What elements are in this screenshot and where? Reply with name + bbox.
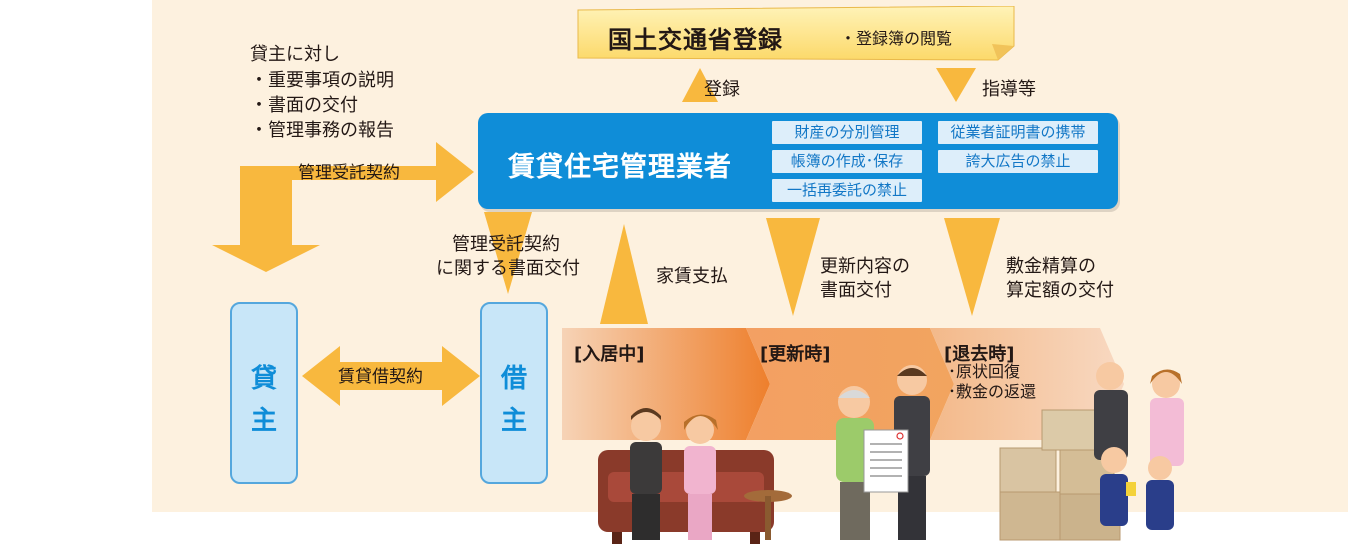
renewal-arrow: [766, 218, 820, 316]
renewal-label: 書面交付: [820, 280, 892, 301]
contract-document-label: に関する書面交付: [436, 258, 580, 279]
move-out-note: ･原状回復: [948, 362, 1021, 381]
lessor-duty-item: ・重要事項の説明: [250, 70, 394, 91]
management-contract-label: 管理受託契約: [298, 163, 400, 183]
lessor-label-char: 主: [250, 406, 277, 436]
timeline-stage-1: [562, 328, 770, 440]
sofa-couple-illustration: [598, 408, 792, 544]
register-label: 登録: [704, 79, 740, 100]
registration-banner: 国土交通省登録 ・登録簿の閲覧: [574, 6, 1018, 62]
renewal-illustration: [836, 365, 930, 540]
contract-document-arrow: [484, 212, 532, 294]
deposit-label: 敷金精算の: [1006, 256, 1096, 277]
duty-badge: 一括再委託の禁止: [772, 179, 922, 202]
duty-badge: 従業者証明書の携帯: [938, 121, 1098, 144]
lease-contract-arrow: [302, 346, 480, 406]
lessor-box: 貸 主: [230, 302, 298, 484]
tenant-label-char: 主: [500, 406, 527, 436]
register-arrow: [682, 68, 718, 102]
guidance-label: 指導等: [982, 79, 1036, 100]
duty-badge: 財産の分別管理: [772, 121, 922, 144]
manager-title: 賃貸住宅管理業者: [508, 152, 732, 183]
stage-move-out-label: [退去時]: [944, 344, 1015, 365]
duty-badge: 誇大広告の禁止: [938, 150, 1098, 173]
lease-contract-label: 賃貸借契約: [338, 367, 423, 387]
lessor-label-char: 貸: [250, 364, 277, 394]
tenant-box: 借 主: [480, 302, 548, 484]
people-illustrations: [598, 362, 1184, 544]
renewal-label: 更新内容の: [820, 256, 910, 277]
manager-box: 賃貸住宅管理業者 財産の分別管理 従業者証明書の携帯 帳簿の作成･保存 誇大広告…: [478, 113, 1118, 209]
management-contract-arrow: [212, 142, 474, 272]
tenant-label-char: 借: [500, 364, 527, 394]
lessor-duty-item: ・書面の交付: [250, 95, 358, 116]
rent-payment-label: 家賃支払: [656, 266, 728, 287]
guidance-arrow: [936, 68, 976, 102]
registration-note: ・登録簿の閲覧: [840, 29, 953, 48]
duty-badge: 帳簿の作成･保存: [772, 150, 922, 173]
deposit-label: 算定額の交付: [1006, 280, 1114, 301]
rent-payment-arrow: [600, 224, 648, 324]
stage-renewal-label: [更新時]: [760, 344, 831, 365]
lessor-duty-item: ・管理事務の報告: [250, 120, 394, 141]
stage-moving-in-label: [入居中]: [574, 344, 645, 365]
move-out-note: ･敷金の返還: [948, 382, 1037, 401]
registration-title: 国土交通省登録: [608, 26, 783, 54]
deposit-arrow: [944, 218, 1000, 316]
lessor-duties-heading: 貸主に対し: [250, 44, 340, 65]
contract-document-label: 管理受託契約: [452, 234, 560, 255]
moving-family-illustration: [999, 362, 1184, 541]
